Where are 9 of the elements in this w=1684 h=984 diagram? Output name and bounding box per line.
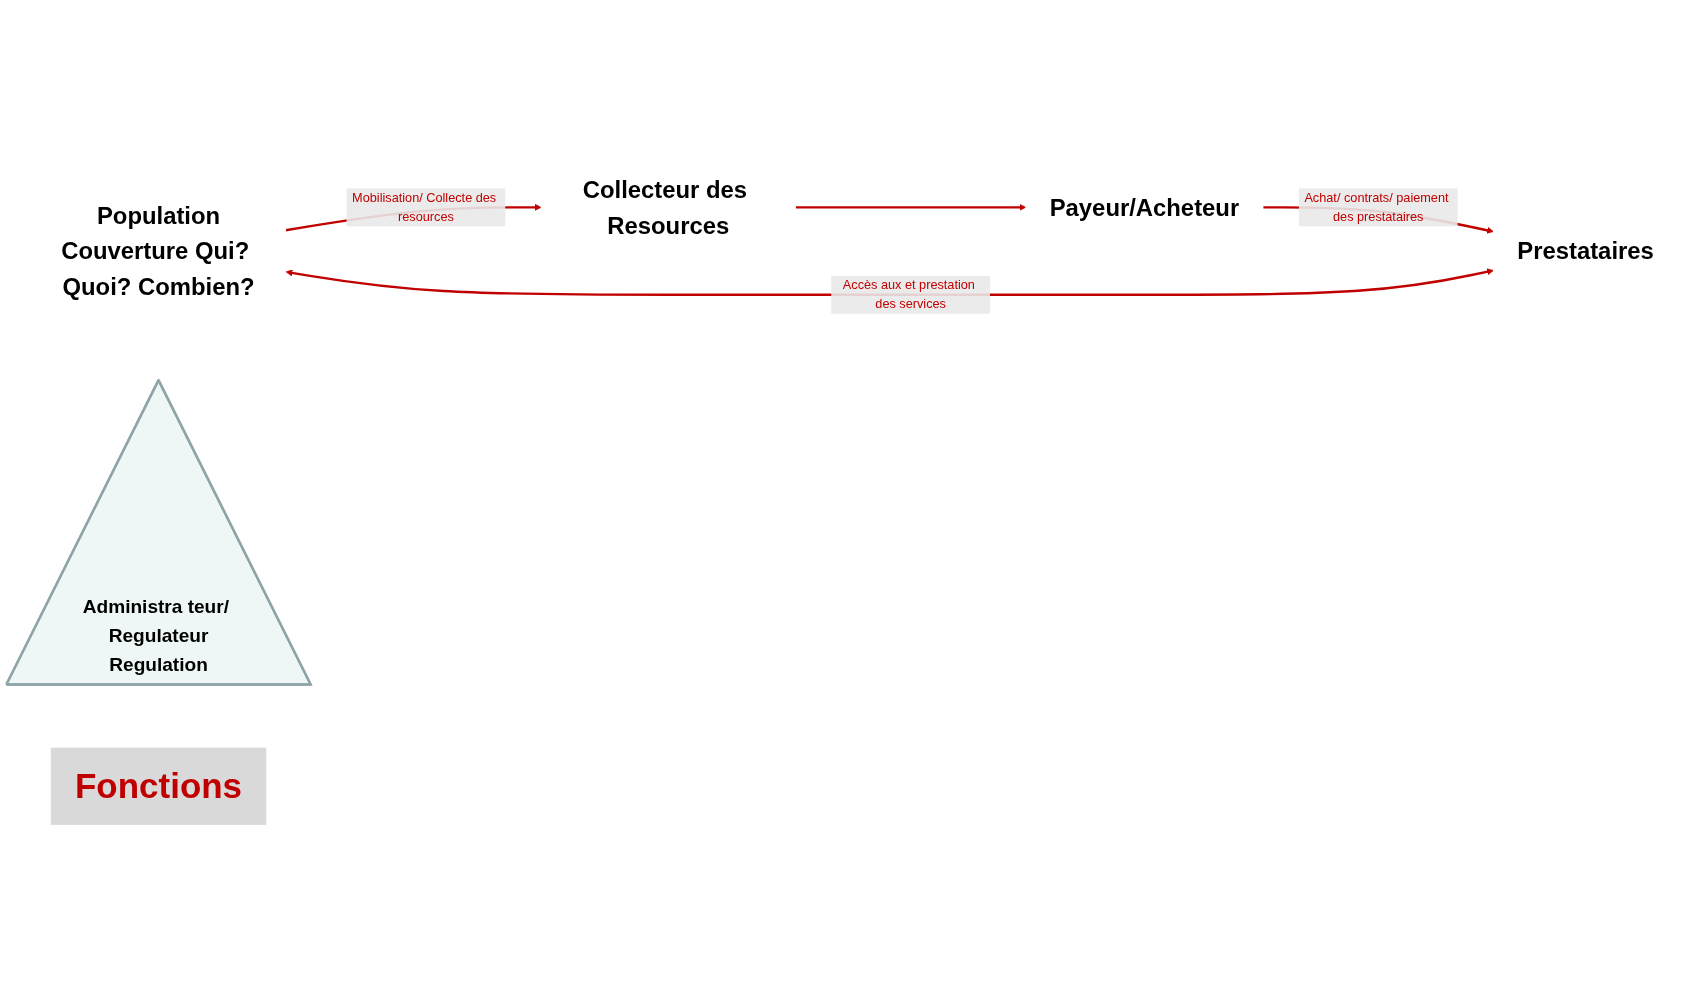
edge-label: Achat/ contrats/ paiement des prestataires — [1304, 190, 1449, 224]
arrow — [795, 203, 1027, 211]
node-text: Population Couverture Qui? Quoi? Combien? — [61, 202, 255, 300]
node-text: Payeur/Acheteur — [1049, 194, 1240, 221]
node-text: Collecteur des Resources — [582, 176, 748, 239]
node-box: Fonctions — [50, 747, 267, 825]
edge-label: Mobilisation/ Collecte des resources — [352, 190, 497, 224]
node-text: Prestataires — [1517, 237, 1654, 265]
edge-label: Accès aux et prestation des services — [842, 278, 975, 311]
